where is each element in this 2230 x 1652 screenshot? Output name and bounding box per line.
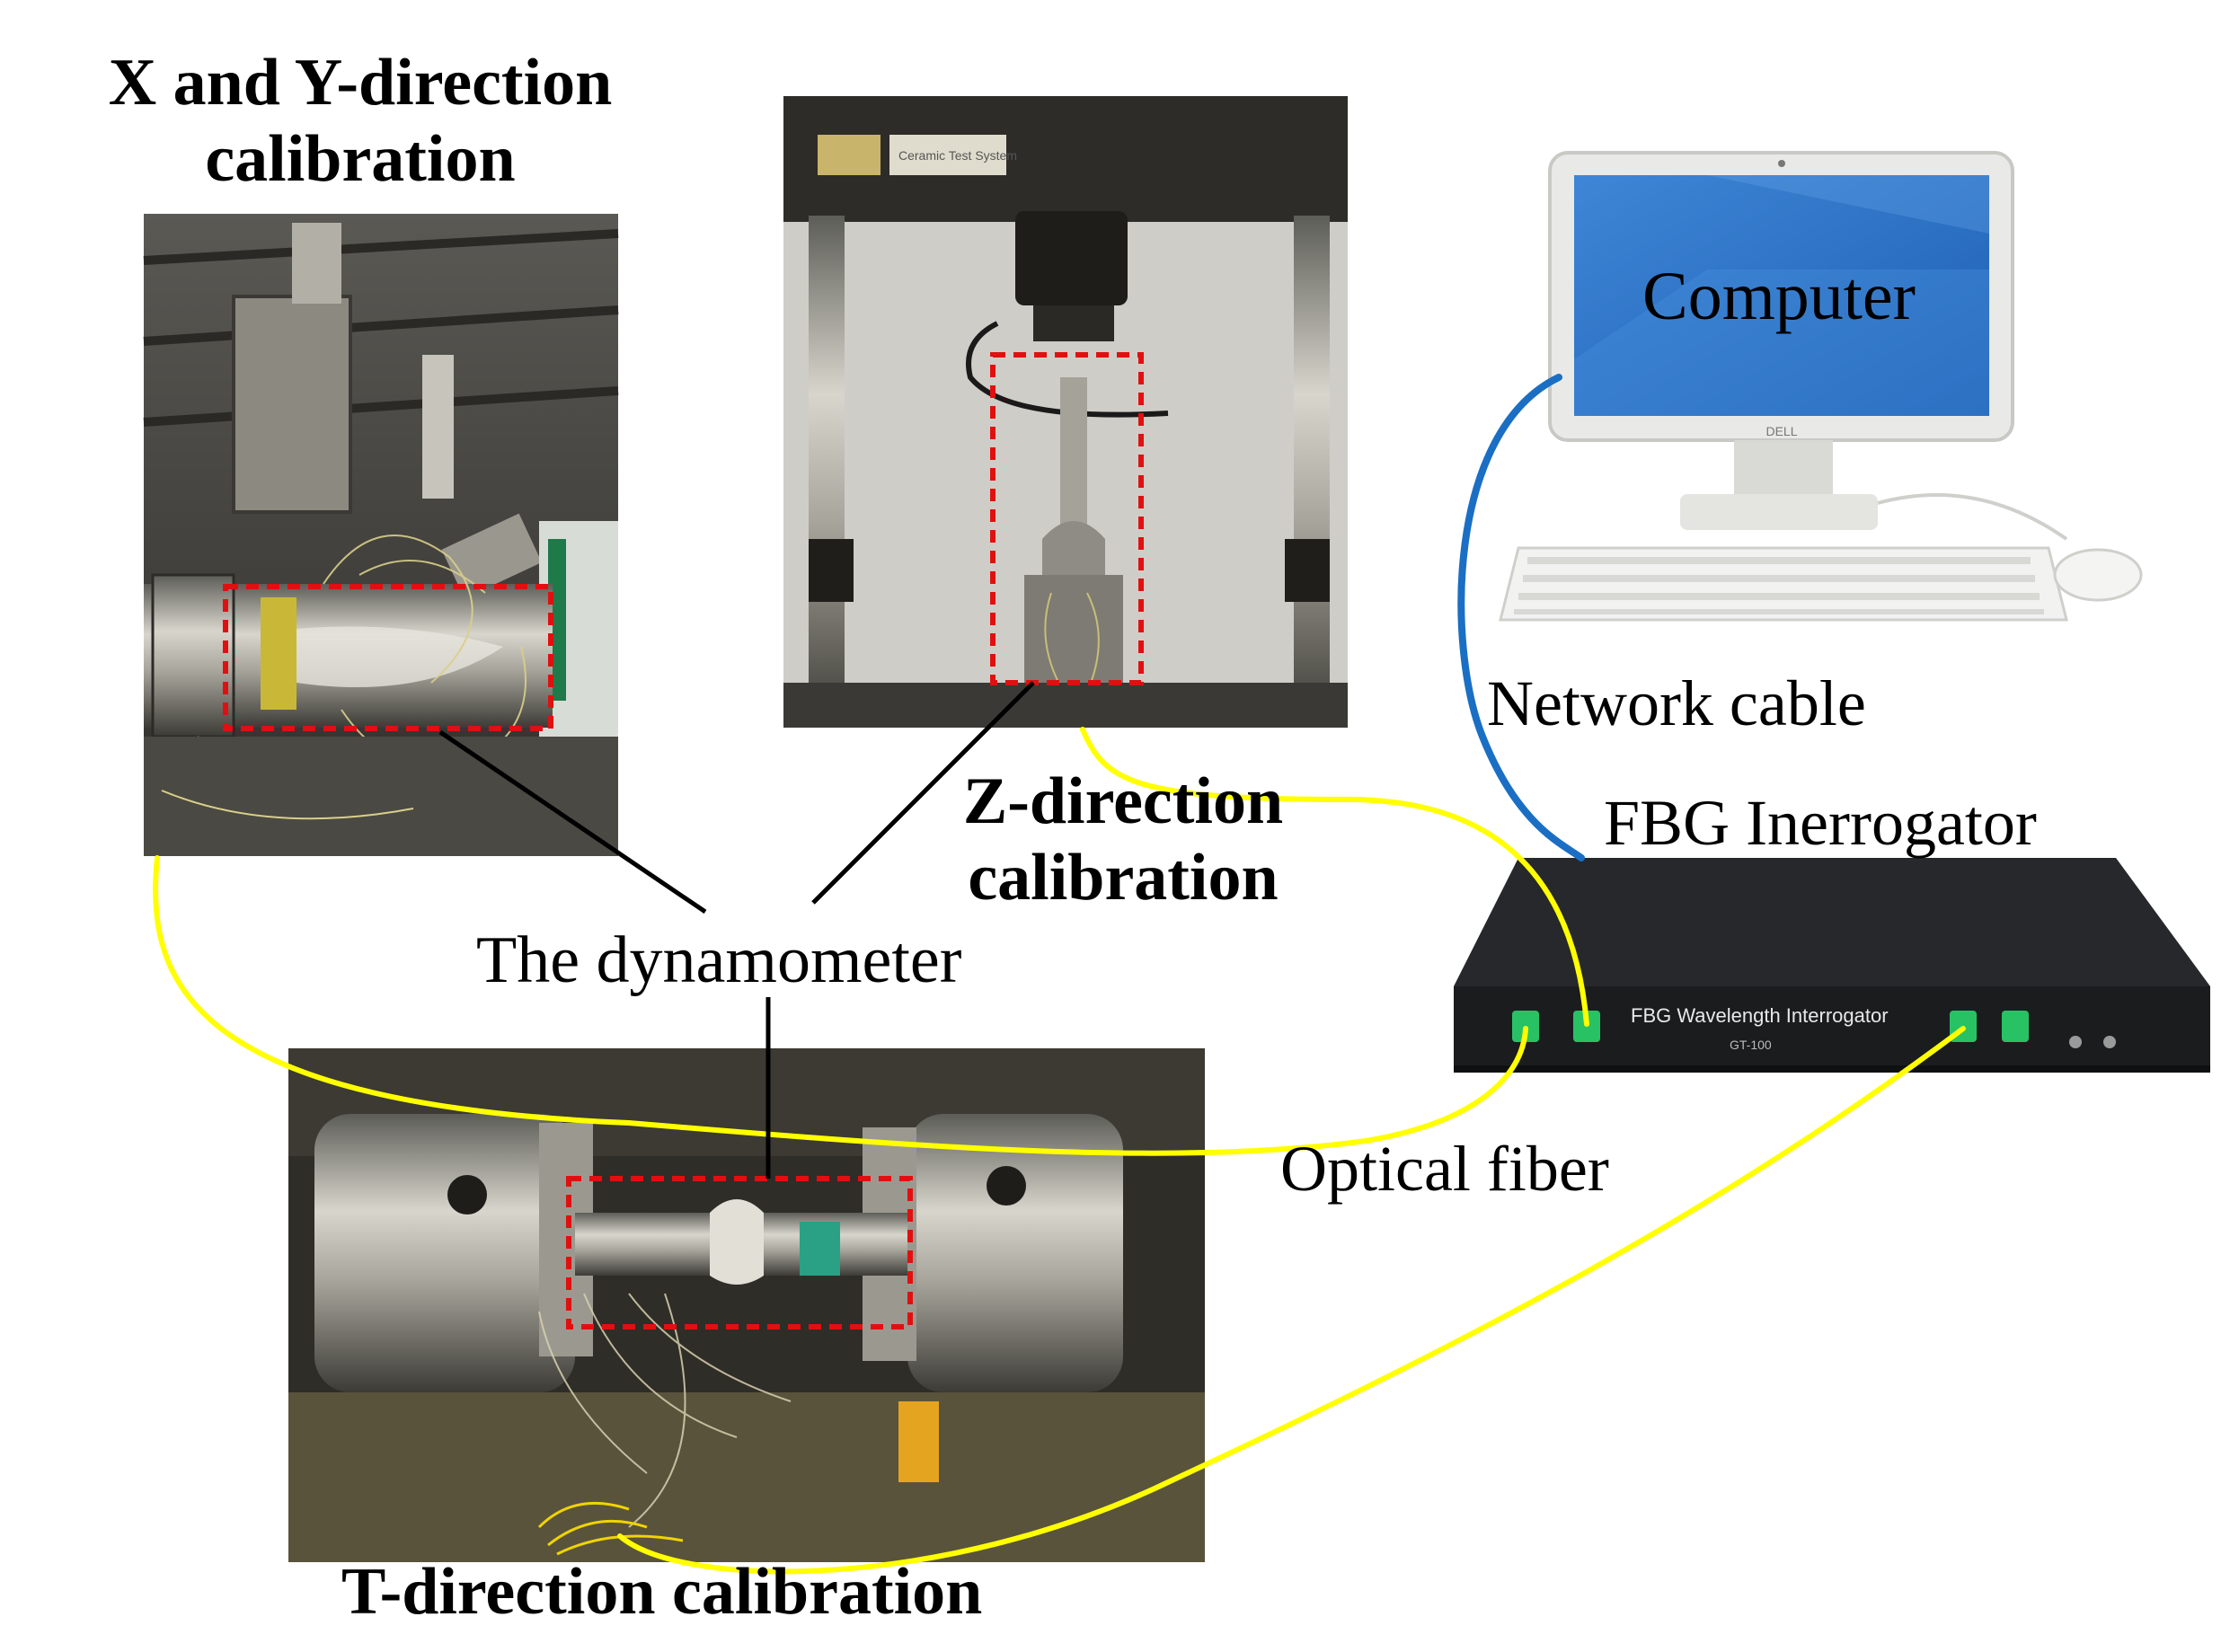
device-model: GT-100 <box>1730 1038 1772 1052</box>
power-led <box>2103 1036 2116 1048</box>
z-calibration-photo: Ceramic Test System <box>783 96 1348 728</box>
computer-icon <box>1499 151 2143 622</box>
optical-fiber-z <box>1080 727 1589 1027</box>
leader-line-z <box>811 681 1035 905</box>
monitor-brand: DELL <box>1765 424 1797 438</box>
z-title-line1: Z-direction <box>962 764 1284 838</box>
fbg-interrogator-device <box>1454 858 2210 1073</box>
z-dynamometer-highlight <box>990 352 1144 685</box>
z-calibration-title: Z-direction calibration <box>934 764 1312 916</box>
fbg-interrogator-label: FBG Inerrogator <box>1604 787 2037 859</box>
network-cable <box>1457 374 1585 861</box>
xy-calibration-photo <box>143 214 619 856</box>
optical-fiber-label: Optical fiber <box>1280 1133 1609 1205</box>
t-calibration-title: T-direction calibration <box>341 1555 983 1629</box>
z-title-line2: calibration <box>968 841 1279 915</box>
power-switch <box>2069 1036 2082 1048</box>
network-cable-label: Network cable <box>1487 667 1866 739</box>
xy-dynamometer-highlight <box>223 584 553 731</box>
t-calibration-photo <box>288 1048 1205 1562</box>
optical-fiber-t <box>617 1026 1966 1575</box>
fiber-port-4 <box>2002 1011 2029 1042</box>
computer-label: Computer <box>1642 259 1916 334</box>
xy-calibration-title: X and Y-direction calibration <box>68 45 652 198</box>
xy-title-line1: X and Y-direction <box>108 46 613 119</box>
optical-fiber-xy <box>153 855 1528 1156</box>
device-panel-label: FBG Wavelength Interrogator <box>1631 1004 1889 1027</box>
xy-title-line2: calibration <box>205 122 516 197</box>
leader-line-xy <box>438 729 707 914</box>
svg-text:Ceramic Test System: Ceramic Test System <box>898 148 1017 163</box>
dynamometer-label: The dynamometer <box>476 923 962 997</box>
t-dynamometer-highlight <box>566 1176 913 1330</box>
